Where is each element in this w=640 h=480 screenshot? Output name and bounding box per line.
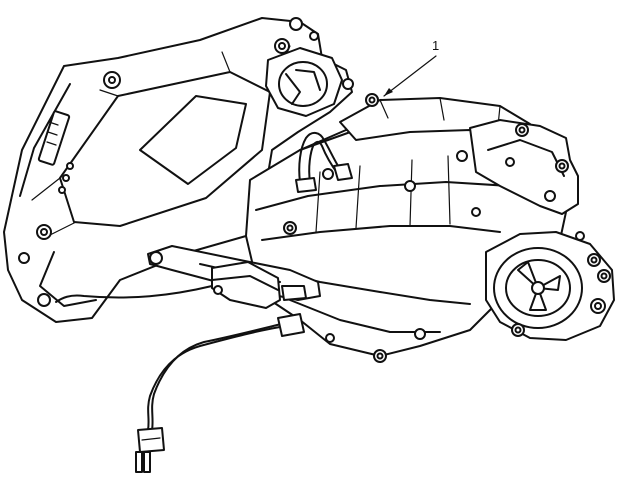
rivet-icon — [66, 162, 74, 170]
wiring-harness — [135, 313, 305, 473]
bolt-boss — [37, 293, 51, 307]
output-flange — [485, 231, 615, 341]
end-housing — [469, 119, 579, 215]
bell-housing — [3, 17, 354, 323]
callout-1: 1 — [383, 38, 439, 97]
id-plate — [37, 110, 71, 166]
rivet-icon — [58, 186, 66, 194]
breather-hose — [295, 132, 353, 193]
input-bore — [265, 47, 343, 117]
connector-plug — [137, 427, 165, 453]
callout-label: 1 — [432, 38, 439, 53]
callout-leader-line — [383, 55, 437, 97]
sensor-wire-upper — [55, 285, 213, 303]
speed-sensor — [211, 261, 307, 309]
rivet-icon — [62, 174, 70, 182]
